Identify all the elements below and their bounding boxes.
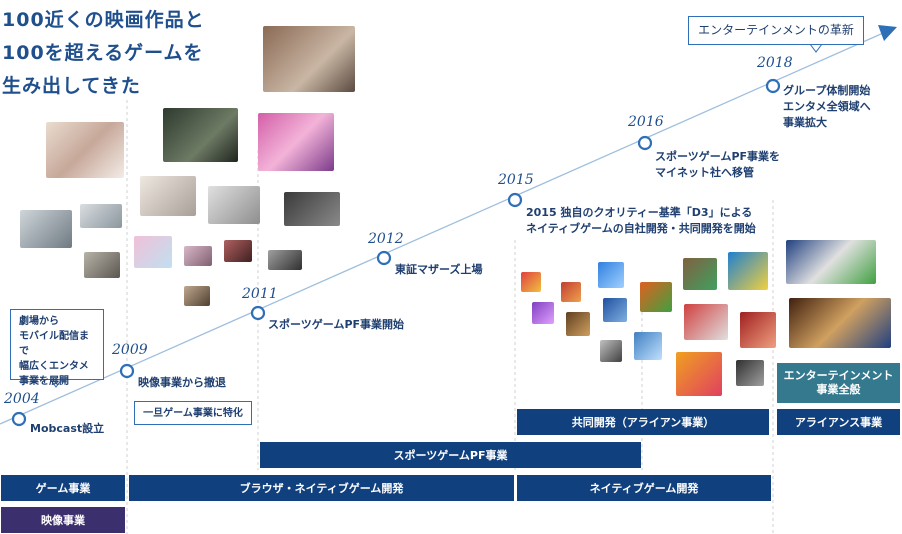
- left-callout: 劇場から モバイル配信まで 幅広くエンタメ 事業を展開: [10, 309, 104, 387]
- film-still: [263, 26, 355, 92]
- bar-alliance-text: アライアンス事業: [794, 416, 883, 429]
- bar-browser-native-text: ブラウザ・ネイティブゲーム開発: [239, 482, 404, 495]
- game-icon: [728, 252, 768, 290]
- year-2015: 2015: [498, 172, 534, 188]
- game-icon: [598, 262, 624, 288]
- bar-joint-dev-text: 共同開発（アライアン事業）: [571, 416, 715, 429]
- film-still: [84, 252, 120, 278]
- game-icon: [600, 340, 622, 362]
- bar-sports-pf-text: スポーツゲームPF事業: [393, 449, 508, 462]
- boxed-note-text: 一旦ゲーム事業に特化: [143, 407, 243, 419]
- year-2011: 2011: [242, 286, 278, 302]
- node-2009: [119, 363, 135, 379]
- event-2018-line-3: 事業拡大: [783, 116, 827, 129]
- film-still: [184, 246, 212, 266]
- film-still: [80, 204, 122, 228]
- game-icon: [676, 352, 722, 396]
- event-2015-line-2: ネイティブゲームの自社開発・共同開発を開始: [526, 222, 756, 235]
- bar-video-business-text: 映像事業: [41, 514, 85, 527]
- game-icon: [521, 272, 541, 292]
- bar-native-dev-text: ネイティブゲーム開発: [589, 482, 699, 495]
- year-2009: 2009: [112, 342, 148, 358]
- event-2015: 2015 独自のクオリティー基準「D3」による ネイティブゲームの自社開発・共同…: [526, 205, 756, 237]
- bar-browser-native: ブラウザ・ネイティブゲーム開発: [129, 475, 514, 501]
- event-2016-line-2: マイネット社へ移管: [655, 166, 754, 179]
- event-2016-line-1: スポーツゲームPF事業を: [655, 150, 781, 163]
- game-icon: [566, 312, 590, 336]
- bar-game-business-text: ゲーム事業: [35, 482, 91, 495]
- film-still: [184, 286, 210, 306]
- node-2012: [376, 250, 392, 266]
- year-2018: 2018: [757, 55, 793, 71]
- bar-entertainment-all-line-2: 事業全般: [816, 383, 861, 396]
- event-2018-line-1: グループ体制開始: [783, 84, 871, 97]
- node-2018: [765, 78, 781, 94]
- node-2011: [250, 305, 266, 321]
- film-still: [284, 192, 340, 226]
- film-still: [224, 240, 252, 262]
- game-icon: [684, 304, 728, 340]
- film-still: [20, 210, 72, 248]
- event-2004: Mobcast設立: [30, 422, 105, 435]
- timeline-arrow-icon: [878, 25, 897, 41]
- film-still: [258, 113, 334, 171]
- game-icon: [789, 298, 891, 348]
- game-icon: [603, 298, 627, 322]
- bar-video-business: 映像事業: [1, 507, 125, 533]
- event-2012: 東証マザーズ上場: [395, 263, 483, 276]
- bar-native-dev: ネイティブゲーム開発: [517, 475, 771, 501]
- node-2015: [507, 192, 523, 208]
- event-2018: グループ体制開始 エンタメ全領域へ 事業拡大: [783, 83, 871, 131]
- bar-entertainment-all-line-1: エンターテインメント: [783, 369, 894, 382]
- game-icon: [634, 332, 662, 360]
- film-still: [46, 122, 124, 178]
- year-2012: 2012: [368, 231, 404, 247]
- top-callout: エンターテインメントの革新: [688, 16, 864, 45]
- bar-game-business: ゲーム事業: [1, 475, 125, 501]
- year-2004: 2004: [4, 391, 40, 407]
- game-icon: [683, 258, 717, 290]
- bar-alliance: アライアンス事業: [777, 409, 900, 435]
- year-2016: 2016: [628, 114, 664, 130]
- event-2009: 映像事業から撤退: [138, 376, 226, 389]
- bar-joint-dev: 共同開発（アライアン事業）: [517, 409, 769, 435]
- headline: 100近くの映画作品と 100を超えるゲームを 生み出してきた: [2, 4, 205, 103]
- left-callout-line-1: 劇場から: [19, 316, 59, 327]
- game-icon: [736, 360, 764, 386]
- node-2004: [11, 411, 27, 427]
- film-still: [134, 236, 172, 268]
- left-callout-line-2: モバイル配信まで: [19, 331, 89, 357]
- event-2011: スポーツゲームPF事業開始: [268, 318, 405, 331]
- headline-line-1: 100近くの映画作品と: [2, 9, 205, 31]
- boxed-note: 一旦ゲーム事業に特化: [134, 401, 252, 425]
- node-2016: [637, 135, 653, 151]
- film-still: [268, 250, 302, 270]
- left-callout-line-4: 事業を展開: [19, 376, 69, 387]
- event-2016: スポーツゲームPF事業を マイネット社へ移管: [655, 149, 780, 181]
- top-callout-text: エンターテインメントの革新: [698, 23, 854, 37]
- game-icon: [640, 282, 672, 312]
- timeline-line: [0, 29, 891, 425]
- bar-sports-pf: スポーツゲームPF事業: [260, 442, 641, 468]
- game-icon: [740, 312, 776, 348]
- bar-entertainment-all: エンターテインメント 事業全般: [777, 363, 900, 403]
- game-icon: [786, 240, 876, 284]
- event-2015-line-1: 2015 独自のクオリティー基準「D3」による: [526, 206, 753, 219]
- film-still: [140, 176, 196, 216]
- headline-line-2: 100を超えるゲームを: [2, 42, 204, 64]
- event-2018-line-2: エンタメ全領域へ: [783, 100, 871, 113]
- game-icon: [561, 282, 581, 302]
- left-callout-line-3: 幅広くエンタメ: [19, 361, 89, 372]
- film-still: [208, 186, 260, 224]
- top-callout-pointer: [809, 43, 823, 53]
- film-still: [163, 108, 238, 162]
- headline-line-3: 生み出してきた: [2, 75, 141, 97]
- game-icon: [532, 302, 554, 324]
